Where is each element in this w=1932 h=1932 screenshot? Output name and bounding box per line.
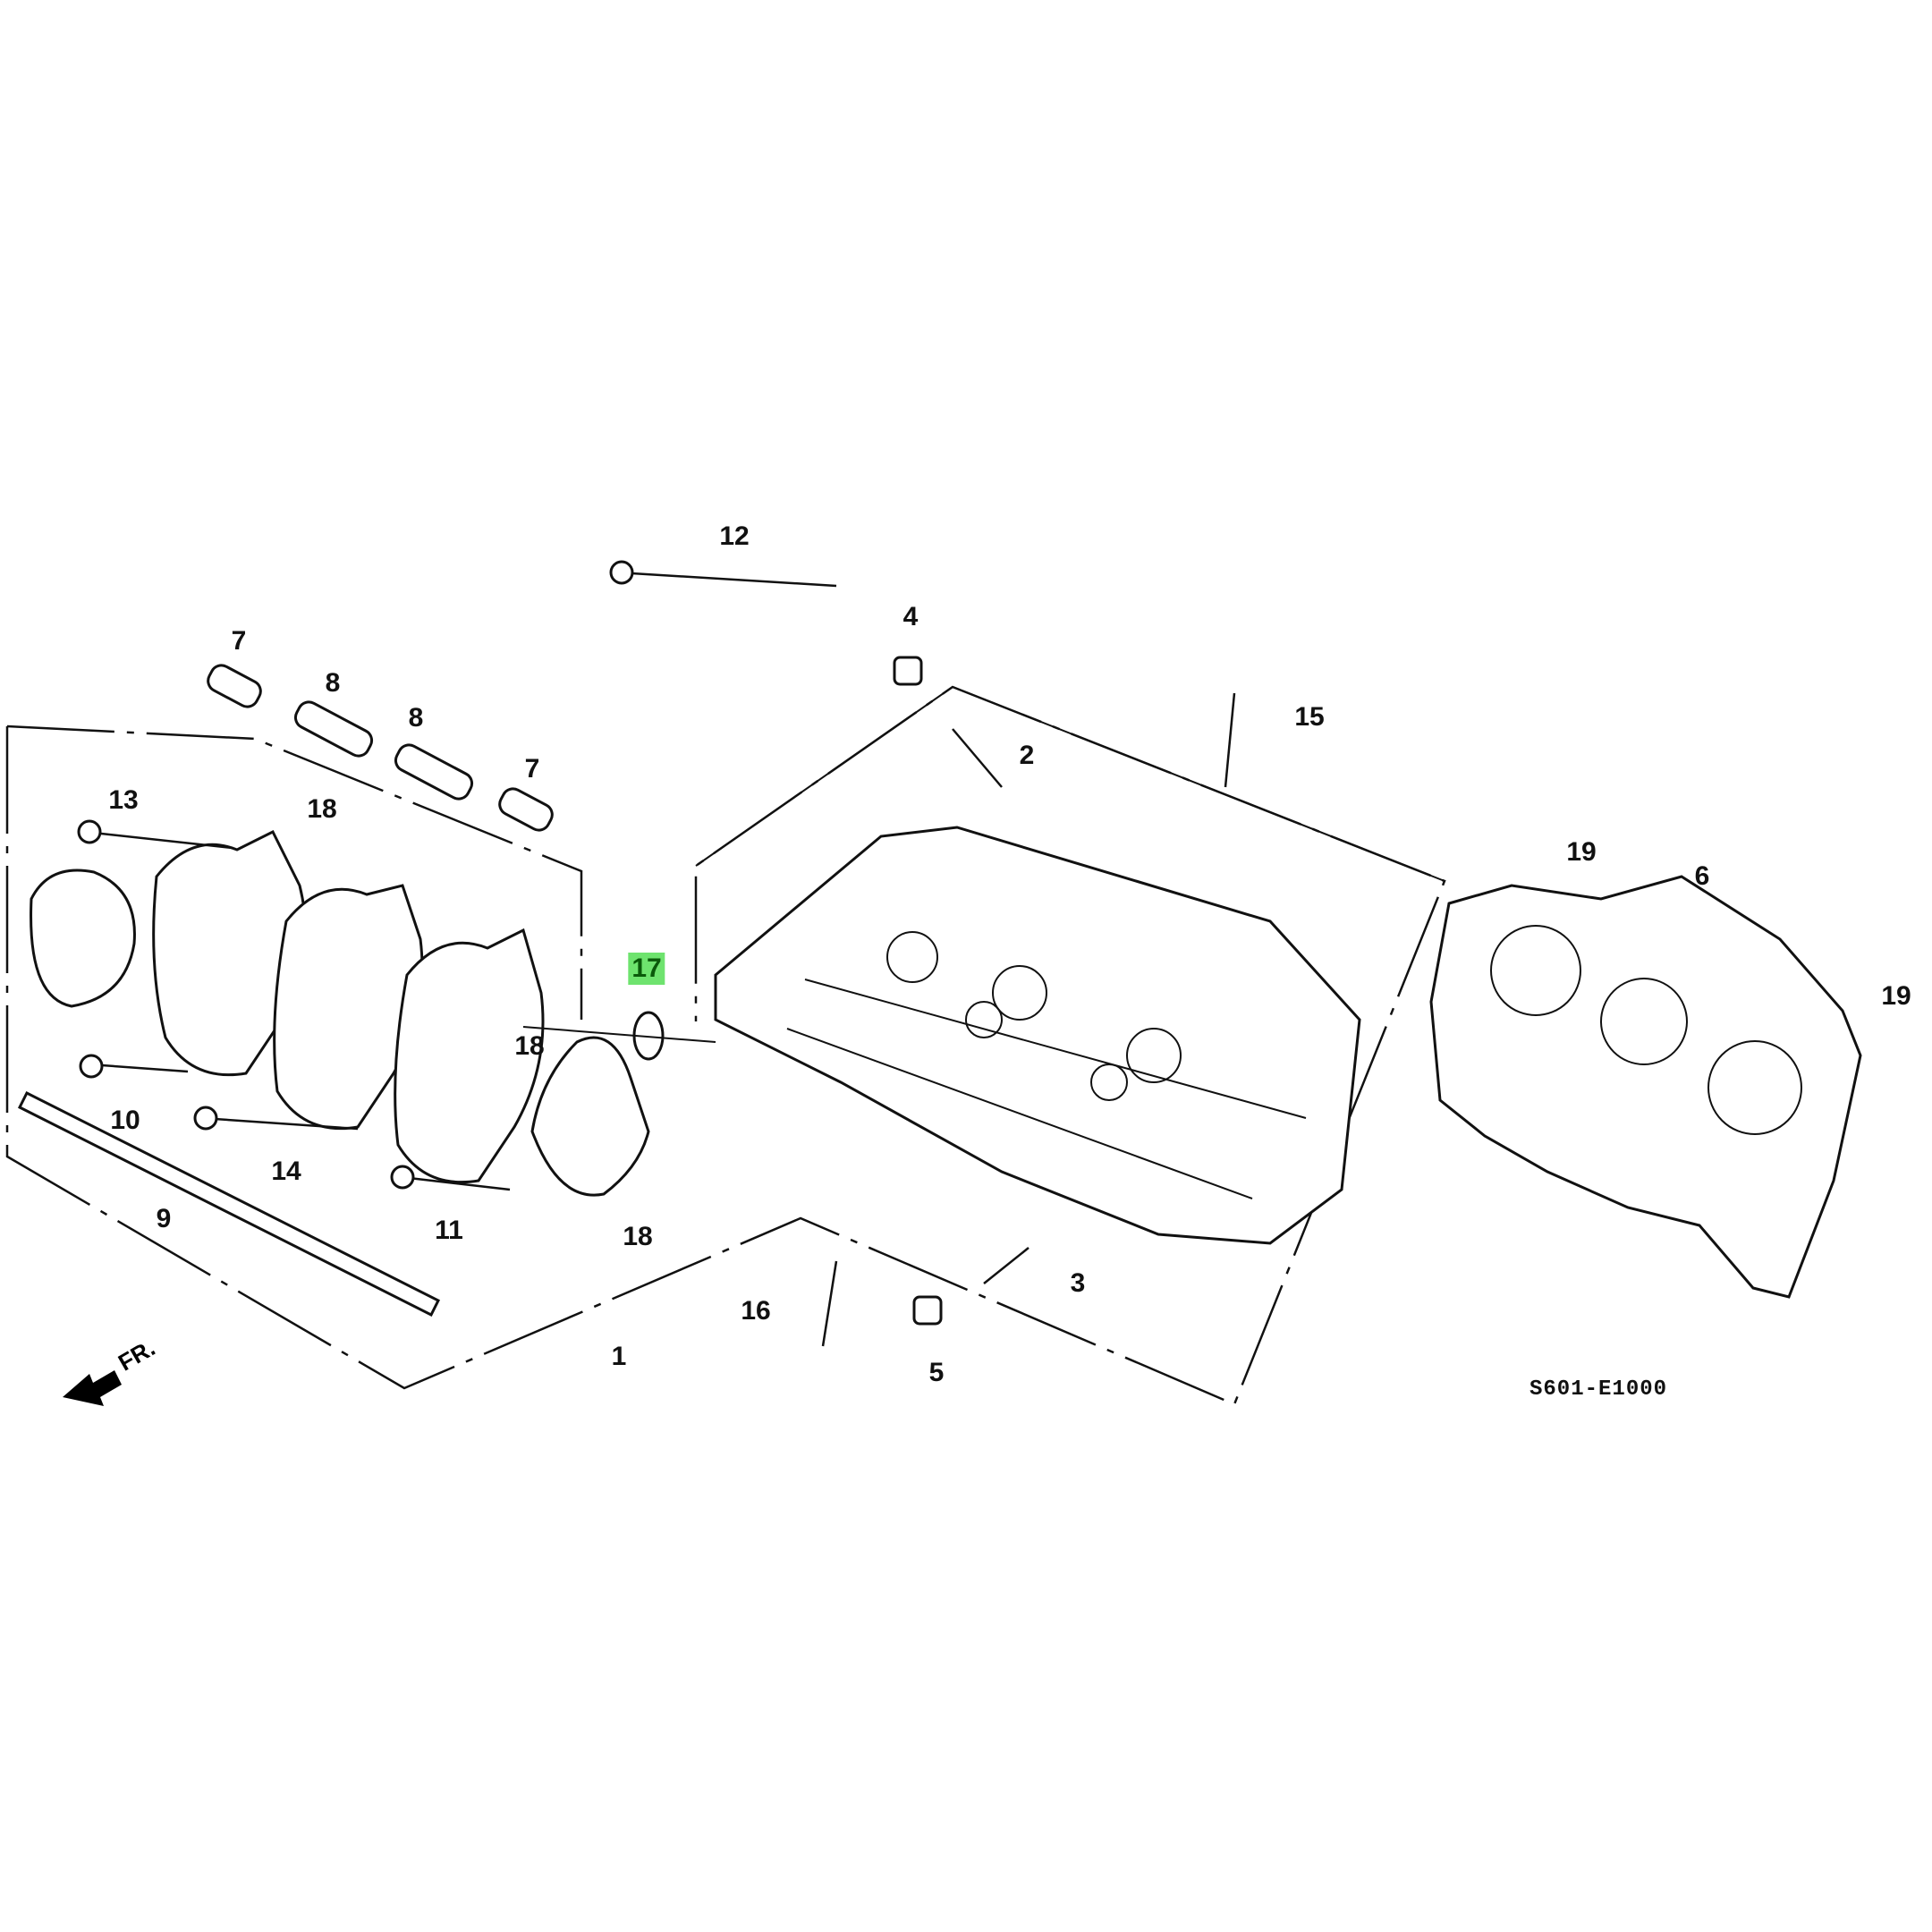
callout-8a[interactable]: 8 (325, 668, 341, 698)
callout-12[interactable]: 12 (719, 521, 750, 551)
callout-4[interactable]: 4 (902, 602, 919, 631)
callout-10[interactable]: 10 (110, 1106, 140, 1135)
gasket-bores (1490, 925, 1802, 1135)
callout-5[interactable]: 5 (928, 1358, 945, 1387)
callout-3[interactable]: 3 (1070, 1268, 1086, 1298)
callout-11[interactable]: 11 (435, 1216, 463, 1245)
head-gasket (1429, 875, 1862, 1299)
callout-19b[interactable]: 19 (1881, 981, 1911, 1011)
rocker-pin-group (207, 664, 554, 832)
cylinder-head-detail (786, 931, 1307, 1199)
callout-9[interactable]: 9 (156, 1204, 172, 1233)
diagram-code: S601-E1000 (1530, 1377, 1668, 1402)
callout-7b[interactable]: 7 (524, 754, 540, 784)
callout-2[interactable]: 2 (1019, 741, 1035, 770)
rocker-arm-group (30, 829, 650, 1197)
callout-19a[interactable]: 19 (1566, 837, 1597, 867)
callout-15[interactable]: 15 (1294, 702, 1325, 732)
callout-16[interactable]: 16 (741, 1296, 771, 1326)
callout-13[interactable]: 13 (108, 785, 139, 815)
callout-14[interactable]: 14 (271, 1157, 301, 1186)
callout-18a[interactable]: 18 (307, 794, 337, 824)
rocker-shaft (17, 1090, 441, 1318)
callout-1[interactable]: 1 (611, 1342, 627, 1371)
callout-17-highlighted[interactable]: 17 (628, 953, 665, 985)
callout-8b[interactable]: 8 (408, 703, 424, 733)
stud-group (821, 656, 1236, 1347)
head-assembly-outline (695, 685, 1445, 882)
callout-7a[interactable]: 7 (231, 626, 247, 656)
callout-18c[interactable]: 18 (623, 1222, 653, 1251)
bolt-group (77, 560, 837, 1191)
callout-6[interactable]: 6 (1694, 861, 1710, 891)
front-arrow-icon (63, 1370, 122, 1406)
callout-18b[interactable]: 18 (514, 1031, 545, 1061)
cylinder-head (714, 826, 1361, 1245)
